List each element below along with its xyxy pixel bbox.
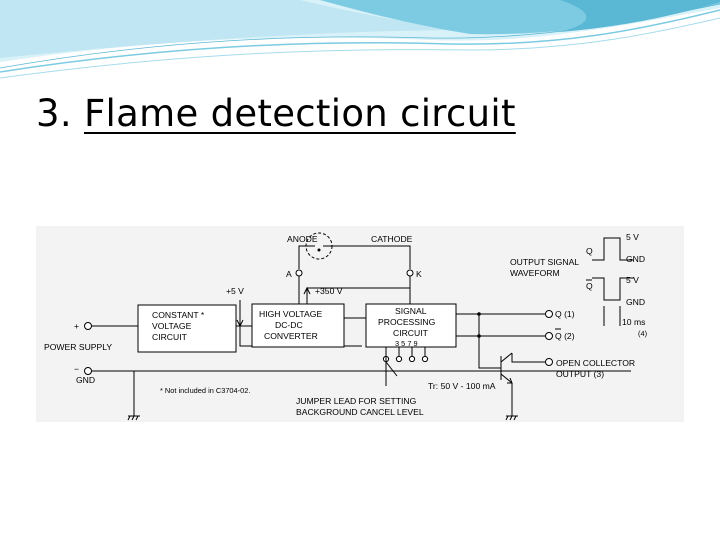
cvc-label-line3: CIRCUIT	[152, 332, 188, 342]
waveform-gnd-a: GND	[626, 254, 645, 264]
spc-pin-numbers: 3 5 7 9	[395, 339, 418, 348]
transistor-emitter	[500, 373, 513, 384]
swoosh-band-mid	[0, 0, 480, 58]
jumper-lead	[385, 361, 398, 377]
power-supply-label: POWER SUPPLY	[44, 342, 112, 352]
waveform-qbar-trace	[592, 277, 634, 301]
cathode-pin-label: K	[416, 269, 422, 279]
cathode-terminal	[406, 269, 414, 277]
spc-label-line1: SIGNAL	[395, 306, 427, 316]
waveform-label-line1: OUTPUT SIGNAL	[510, 257, 579, 267]
output-q1-terminal	[545, 310, 553, 318]
ground-symbol-left-icon	[127, 415, 140, 421]
jumper-pin-9	[421, 355, 429, 363]
open-collector-label-line1: OPEN COLLECTOR	[556, 358, 635, 368]
output-q2-terminal	[545, 332, 553, 340]
hv-arrow-icon	[303, 286, 311, 295]
header-swoosh-decoration	[0, 0, 720, 79]
waveform-q-trace	[592, 237, 634, 261]
swoosh-curve-1	[0, 9, 720, 73]
hv-label-line3: CONVERTER	[264, 331, 318, 341]
output-q2-label: Q (2)	[555, 331, 575, 341]
gnd-label: GND	[76, 375, 95, 385]
waveform-time-label: 10 ms	[622, 317, 645, 327]
swoosh-curve-2	[0, 17, 720, 79]
uv-tube-dot-icon	[317, 248, 321, 252]
signal-processing-circuit-box	[365, 303, 457, 348]
minus-label: −	[74, 364, 79, 374]
jumper-pin-5	[395, 355, 403, 363]
wire-cathode	[332, 245, 411, 269]
wire-ground-bus	[92, 370, 135, 416]
waveform-5v-b: 5 V	[626, 275, 639, 285]
waveform-label-line2: WAVEFORM	[510, 268, 560, 278]
swoosh-band-accent	[560, 0, 720, 32]
wire-anode	[298, 245, 306, 269]
cathode-label: CATHODE	[371, 234, 413, 244]
spc-label-line2: PROCESSING	[378, 317, 436, 327]
open-collector-label-line2: OUTPUT (3)	[556, 369, 604, 379]
hv-label-line2: DC-DC	[275, 320, 303, 330]
cvc-label-line1: CONSTANT *	[152, 310, 205, 320]
power-plus-terminal	[84, 322, 92, 330]
swoosh-curve-3	[0, 3, 720, 69]
jumper-label-line1: JUMPER LEAD FOR SETTING	[296, 396, 417, 406]
waveform-5v-a: 5 V	[626, 232, 639, 242]
transistor-collector	[500, 352, 513, 363]
output-q1-label: Q (1)	[555, 309, 575, 319]
slide-title-text: Flame detection circuit	[83, 92, 516, 135]
constant-voltage-circuit-box	[137, 304, 237, 353]
slide-title: 3. Flame detection circuit	[36, 92, 516, 135]
hv-label-line1: HIGH VOLTAGE	[259, 309, 322, 319]
anode-terminal	[295, 269, 303, 277]
waveform-q-label: Q	[586, 246, 593, 256]
plus5v-label: +5 V	[226, 286, 244, 296]
waveform-gnd-b: GND	[626, 297, 645, 307]
spc-label-line3: CIRCUIT	[393, 328, 429, 338]
anode-pin-label: A	[286, 269, 292, 279]
cvc-label-line2: VOLTAGE	[152, 321, 192, 331]
footnote: * Not included in C3704-02.	[160, 386, 250, 395]
power-gnd-terminal	[84, 367, 92, 375]
transistor-rating-label: Tr: 50 V - 100 mA	[428, 381, 496, 391]
slide-title-number: 3.	[36, 92, 72, 135]
jumper-label-line2: BACKGROUND CANCEL LEVEL	[296, 407, 424, 417]
jumper-pin-7	[408, 355, 416, 363]
hv-converter-box	[251, 303, 345, 348]
wire-collector-out	[511, 353, 545, 363]
wire-q2-to-transistor	[478, 336, 501, 369]
flame-detection-circuit-diagram: ANODE CATHODE A K +350 V + POWER SUPPLY …	[44, 232, 647, 421]
waveform-note: (4)	[638, 329, 647, 338]
hv-voltage-label: +350 V	[315, 286, 343, 296]
waveform-qbar-label: Q	[586, 281, 593, 291]
ground-symbol-right-icon	[505, 415, 518, 421]
plus-label: +	[74, 321, 79, 331]
anode-label: ANODE	[287, 234, 318, 244]
open-collector-terminal	[545, 358, 553, 366]
